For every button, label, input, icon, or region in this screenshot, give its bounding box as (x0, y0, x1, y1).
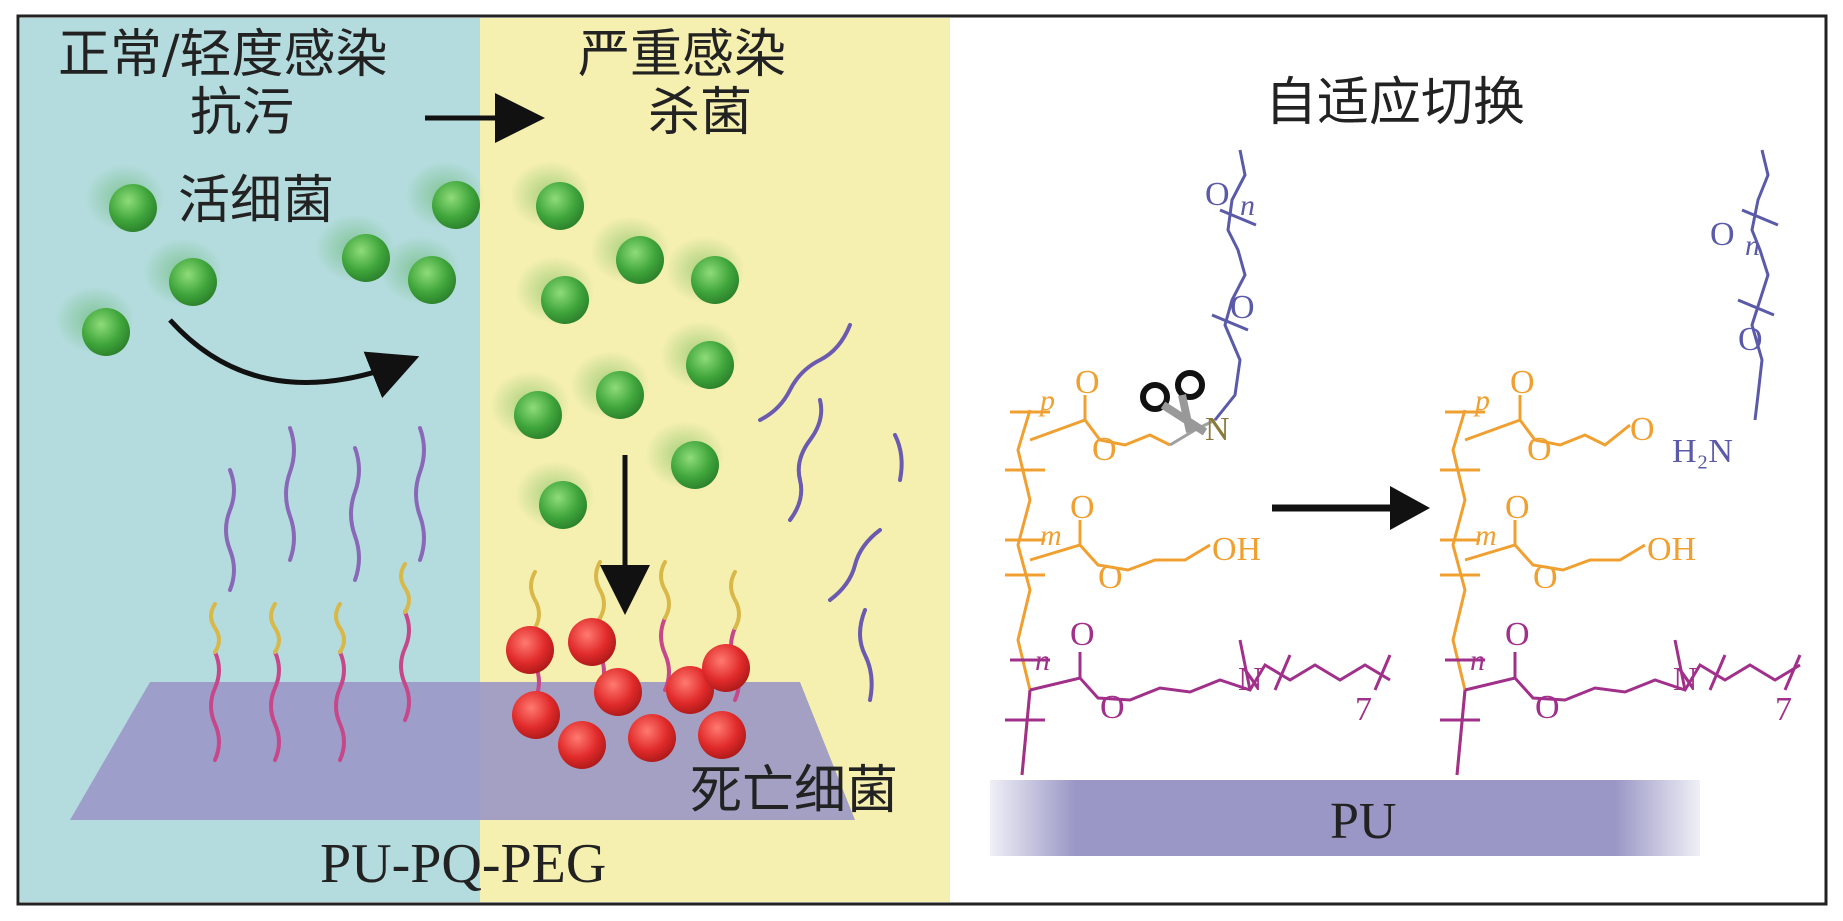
live-bacteria-group (55, 161, 745, 529)
chem-oh-before: OH (1212, 531, 1261, 568)
chem-o-ester-n: O (1100, 689, 1125, 726)
dead-bacterium (702, 644, 750, 692)
chem-n-subscript: n (1035, 644, 1050, 677)
chem-n-peg-top-after: n (1745, 229, 1760, 262)
live-bacterium (85, 164, 165, 232)
chem-p-subscript: p (1038, 384, 1055, 417)
chem-o-peg-top: O (1205, 176, 1230, 213)
live-bacterium (645, 421, 725, 489)
chem-m-subscript-after: m (1475, 519, 1497, 552)
chem-n-hydrazone: N (1205, 411, 1230, 448)
chem-oh-after: OH (1647, 531, 1696, 568)
chem-o-ester-m-after: O (1533, 559, 1558, 596)
adaptive-switch-title: 自适应切换 (1265, 73, 1525, 133)
chem-o-peg-top-after: O (1710, 216, 1735, 253)
chem-o-carbonyl-p: O (1075, 364, 1100, 401)
chem-n-peg-top: n (1240, 189, 1255, 222)
chem-o-carbonyl-n: O (1070, 616, 1095, 653)
chem-m-subscript: m (1040, 519, 1062, 552)
live-bacterium (405, 161, 485, 229)
chem-o-carbonyl-m-after: O (1505, 489, 1530, 526)
live-bacterium (510, 161, 590, 230)
live-bacterium (665, 236, 745, 304)
chem-o-peg-mid: O (1230, 289, 1255, 326)
released-peg-chains (758, 323, 904, 702)
dead-bacteria-label: 死亡细菌 (690, 761, 898, 821)
dead-bacterium (666, 666, 714, 714)
live-bacterium (590, 216, 670, 284)
dead-bacterium (628, 714, 676, 762)
pu-substrate (990, 780, 1700, 856)
live-bacterium (143, 238, 223, 306)
live-bacterium (490, 371, 570, 439)
live-bacterium (380, 236, 460, 304)
pu-label: PU (1330, 793, 1396, 850)
chem-o-carbonyl-n-after: O (1505, 616, 1530, 653)
scissors-icon (1140, 370, 1208, 436)
chem-o-carbonyl-m: O (1070, 489, 1095, 526)
live-bacterium (570, 351, 650, 419)
chem-o-ester-m: O (1098, 559, 1123, 596)
bactericidal-label: 杀菌 (648, 83, 752, 143)
chem-n-quat: N (1238, 661, 1263, 698)
structure-after (1440, 149, 1802, 776)
chem-h2n-label: H₂N (1672, 433, 1733, 470)
chem-n-quat-after: N (1673, 661, 1698, 698)
dead-bacterium (698, 711, 746, 759)
severe-infection-label: 严重感染 (578, 25, 786, 85)
chem-o-ester-p-after: O (1527, 431, 1552, 468)
chem-o-ester-p: O (1092, 431, 1117, 468)
live-bacterium (515, 256, 595, 324)
dead-bacterium (594, 668, 642, 716)
live-bacterium (315, 214, 395, 282)
chem-o-carbonyl-p-after: O (1510, 364, 1535, 401)
pu-pq-peg-label: PU-PQ-PEG (320, 833, 606, 895)
live-bacterium (55, 286, 135, 356)
live-bacteria-label: 活细菌 (178, 171, 334, 231)
dead-bacteria-group (506, 618, 750, 769)
chem-n-subscript-after: n (1470, 644, 1485, 677)
chem-o-aldehyde: O (1630, 411, 1655, 448)
structure-before (1005, 149, 1392, 776)
polymer-brushes-antifouling (209, 426, 426, 762)
dead-bacterium (512, 691, 560, 739)
live-bacterium (660, 321, 740, 389)
dead-bacterium (506, 626, 554, 674)
normal-infection-label: 正常/轻度感染 (58, 25, 388, 85)
live-bacterium (515, 461, 595, 529)
chem-o-ester-n-after: O (1535, 689, 1560, 726)
chem-7-after: 7 (1775, 691, 1792, 728)
dead-bacterium (568, 618, 616, 666)
chem-p-subscript-after: p (1473, 384, 1490, 417)
chem-o-peg-mid-after: O (1738, 321, 1763, 358)
arrow-curved-approach (168, 318, 420, 399)
dead-bacterium (558, 721, 606, 769)
arrow-transformation-head (1390, 486, 1430, 530)
chem-7-before: 7 (1355, 691, 1372, 728)
antifouling-label: 抗污 (190, 83, 294, 143)
